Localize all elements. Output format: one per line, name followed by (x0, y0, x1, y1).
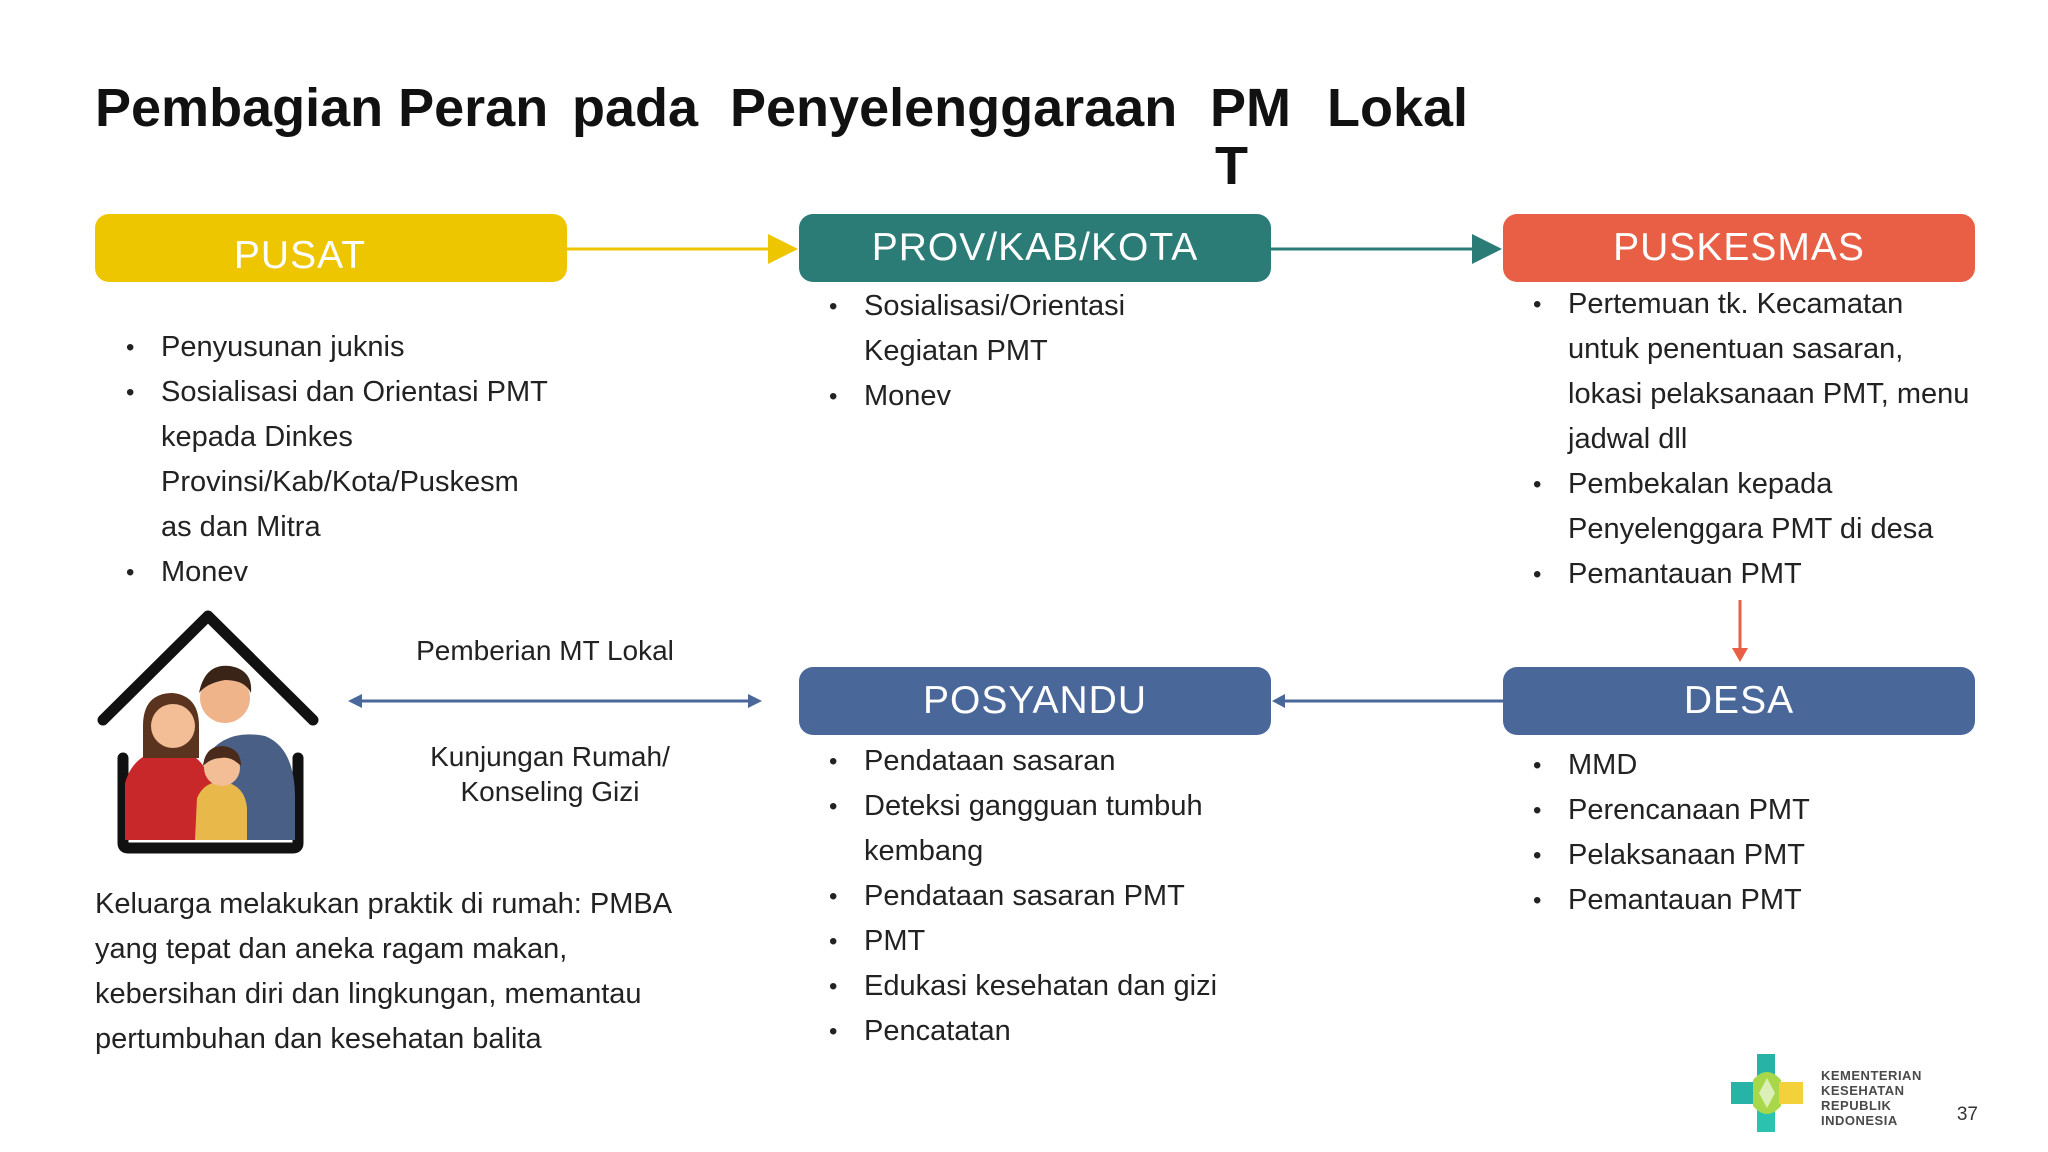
arrow-desa-posyandu-head (1272, 694, 1285, 708)
posyandu-list: Pendataan sasaran Deteksi gangguan tumbu… (801, 739, 1281, 1054)
list-item: Pendataan sasaran (801, 739, 1281, 784)
list-item: MMD (1505, 743, 1945, 788)
title-word: Pembagian Peran (95, 78, 549, 138)
list-item: Perencanaan PMT (1505, 788, 1945, 833)
box-pusat: PUSAT (95, 214, 567, 282)
box-label: PUSKESMAS (1613, 226, 1865, 269)
kemenkes-logo-icon (1731, 1054, 1803, 1132)
desa-list: MMD Perencanaan PMT Pelaksanaan PMT Pema… (1505, 743, 1945, 923)
arrow-puskesmas-desa-head (1732, 648, 1748, 662)
label-kunjungan-line2: Konseling Gizi (460, 776, 640, 807)
list-item: Pertemuan tk. Kecamatan untuk penentuan … (1505, 282, 1975, 462)
puskesmas-list: Pertemuan tk. Kecamatan untuk penentuan … (1505, 282, 1975, 597)
title-word: Lokal (1327, 78, 1469, 138)
list-item: Sosialisasi/Orientasi Kegiatan PMT (801, 284, 1241, 374)
pusat-list: Penyusunan juknis Sosialisasi dan Orient… (98, 325, 548, 595)
prov-list: Sosialisasi/Orientasi Kegiatan PMT Monev (801, 284, 1241, 419)
title-word: pada (572, 78, 699, 138)
family-house-icon (97, 610, 319, 854)
label-kunjungan-line1: Kunjungan Rumah/ (430, 741, 670, 772)
box-puskesmas: PUSKESMAS (1503, 214, 1975, 282)
list-item: Monev (98, 550, 548, 595)
title-word: PM (1210, 78, 1291, 138)
list-item: Penyusunan juknis (98, 325, 548, 370)
list-item: PMT (801, 919, 1281, 964)
logo-line: INDONESIA (1821, 1113, 1898, 1128)
page-number: 37 (1956, 1104, 1978, 1125)
list-item: Pemantauan PMT (1505, 878, 1945, 923)
box-desa: DESA (1503, 667, 1975, 735)
list-item: Pembekalan kepada Penyelenggara PMT di d… (1505, 462, 1975, 552)
list-item: Sosialisasi dan Orientasi PMT kepada Din… (98, 370, 548, 550)
title-word: Penyelenggaraan (730, 78, 1178, 138)
list-item: Deteksi gangguan tumbuh kembang (801, 784, 1281, 874)
list-item: Pendataan sasaran PMT (801, 874, 1281, 919)
logo-line: REPUBLIK (1821, 1098, 1892, 1113)
arrow-family-head (348, 694, 362, 708)
box-label: POSYANDU (923, 679, 1147, 722)
title-wrap-char: T (1215, 136, 1248, 196)
list-item: Monev (801, 374, 1241, 419)
list-item: Pelaksanaan PMT (1505, 833, 1945, 878)
arrow-posyandu-head (748, 694, 762, 708)
list-item: Pemantauan PMT (1505, 552, 1975, 597)
box-prov-kab-kota: PROV/KAB/KOTA (799, 214, 1271, 282)
box-label: PUSAT (233, 234, 367, 277)
logo-line: KEMENTERIAN (1821, 1068, 1922, 1083)
family-practice-text: Keluarga melakukan praktik di rumah: PMB… (95, 888, 671, 1055)
box-label: PROV/KAB/KOTA (871, 226, 1199, 269)
logo-line: KESEHATAN (1821, 1083, 1905, 1098)
box-posyandu: POSYANDU (799, 667, 1271, 735)
kemenkes-logo-text: KEMENTERIAN KESEHATAN REPUBLIK INDONESIA (1821, 1068, 1922, 1128)
list-item: Edukasi kesehatan dan gizi (801, 964, 1281, 1009)
list-item: Pencatatan (801, 1009, 1281, 1054)
box-label: DESA (1683, 679, 1795, 722)
label-pemberian-mt: Pemberian MT Lokal (416, 635, 674, 666)
